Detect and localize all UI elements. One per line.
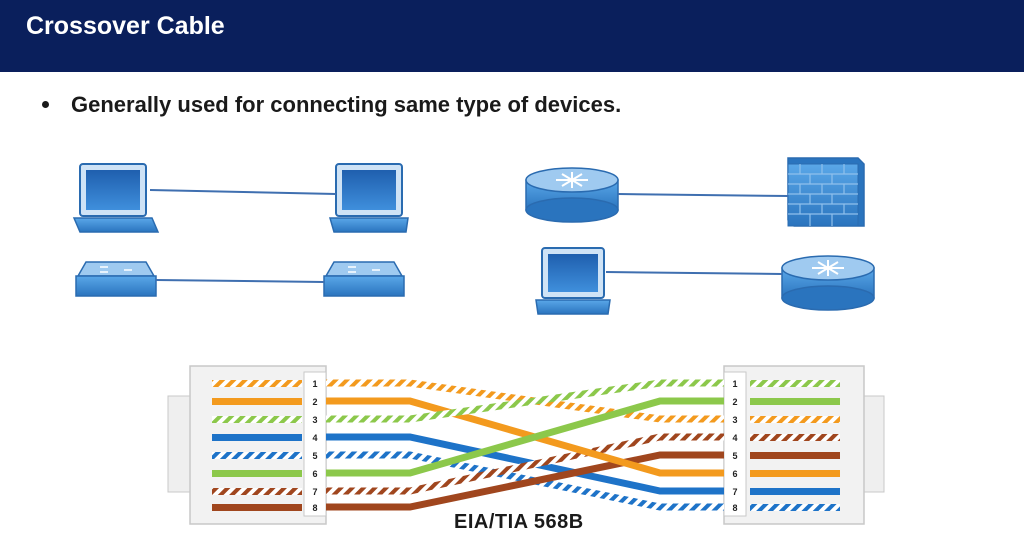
link-line xyxy=(605,271,783,275)
router-icon xyxy=(781,255,875,311)
right-pin-label: 4 xyxy=(732,433,737,443)
diagram-caption: EIA/TIA 568B xyxy=(454,511,584,533)
left-pin-label: 1 xyxy=(312,379,317,389)
switch-icon xyxy=(75,261,157,297)
right-pin-label: 1 xyxy=(732,379,737,389)
left-pin-label: 8 xyxy=(312,503,317,513)
laptop-icon xyxy=(329,163,409,233)
bullet-dot xyxy=(42,100,49,108)
link-line xyxy=(149,189,337,195)
bullet-text: Generally used for connecting same type … xyxy=(71,92,622,117)
right-pin-wires xyxy=(750,380,840,511)
left-pin-label: 5 xyxy=(312,451,317,461)
left-pin-label: 3 xyxy=(312,415,317,425)
slide-header: Crossover Cable xyxy=(0,0,1024,72)
laptop-icon xyxy=(72,163,160,233)
right-pin-label: 5 xyxy=(732,451,737,461)
right-pin-label: 8 xyxy=(732,503,737,513)
link-line xyxy=(617,193,789,197)
laptop-icon xyxy=(535,247,611,315)
right-rj45-connector xyxy=(723,365,885,525)
switch-icon xyxy=(323,261,405,297)
crossover-wires xyxy=(326,379,724,511)
slide-title: Crossover Cable xyxy=(26,12,225,40)
right-pin-label: 2 xyxy=(732,397,737,407)
right-pin-label: 3 xyxy=(732,415,737,425)
link-line xyxy=(155,279,325,283)
left-pin-label: 2 xyxy=(312,397,317,407)
left-pin-wires xyxy=(212,380,302,511)
right-pin-label: 7 xyxy=(732,487,737,497)
left-pin-label: 6 xyxy=(312,469,317,479)
left-pin-label: 7 xyxy=(312,487,317,497)
bullet-item: Generally used for connecting same type … xyxy=(42,92,621,118)
left-pin-label: 4 xyxy=(312,433,317,443)
left-rj45-connector xyxy=(167,365,327,525)
firewall-icon xyxy=(787,157,865,227)
right-pin-label: 6 xyxy=(732,469,737,479)
router-icon xyxy=(525,167,619,223)
